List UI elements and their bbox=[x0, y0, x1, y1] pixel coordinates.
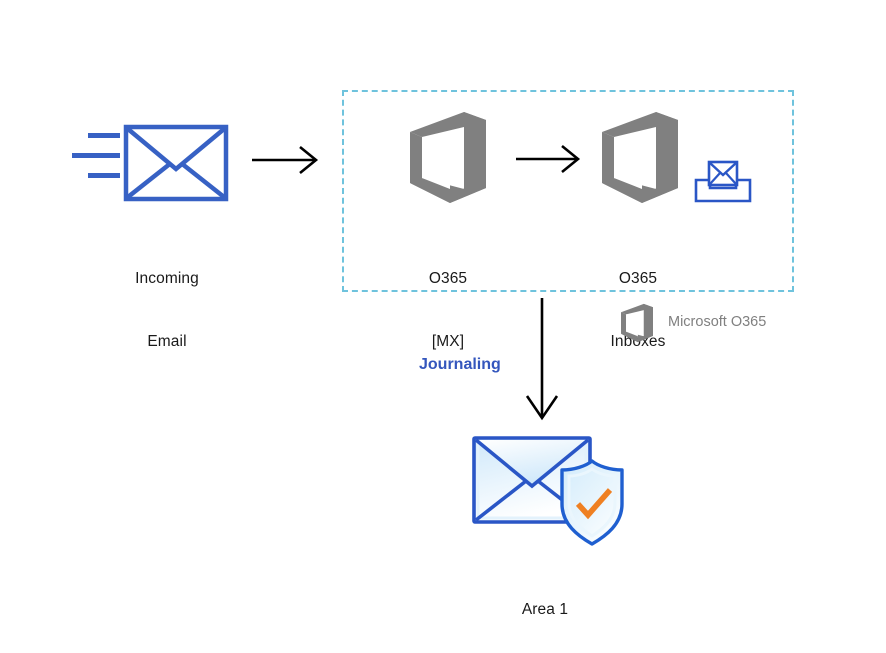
area1-shield-inner-ring bbox=[567, 467, 617, 538]
area1-envelope-flap-fill bbox=[476, 440, 588, 486]
inbox-envelope-fold-left bbox=[709, 172, 721, 185]
legend-label-microsoft-o365: Microsoft O365 bbox=[668, 314, 767, 330]
node-inbox-tray[interactable] bbox=[694, 159, 752, 203]
area1-envelope-fold-left bbox=[474, 479, 528, 522]
microsoft-o365-boundary bbox=[342, 90, 794, 292]
edge-inboxes-to-area1 bbox=[524, 298, 560, 422]
arrow-right-icon bbox=[252, 145, 319, 175]
edge-incoming-to-mx bbox=[252, 145, 322, 175]
node-o365-mx[interactable] bbox=[408, 110, 488, 205]
office-icon-left-face bbox=[621, 312, 638, 343]
area1-shield-checkmark bbox=[575, 488, 613, 520]
area1-shield-body bbox=[560, 459, 624, 546]
arrow-down-icon bbox=[525, 298, 559, 421]
office-icon-page bbox=[614, 127, 656, 189]
edge-label-journaling: Journaling bbox=[419, 356, 501, 373]
office-icon-left-face bbox=[410, 132, 450, 203]
office-icon-page bbox=[626, 310, 644, 337]
envelope-icon bbox=[72, 124, 229, 202]
motion-line-middle bbox=[72, 153, 120, 158]
office-365-icon bbox=[621, 303, 653, 343]
office-365-icon bbox=[410, 112, 486, 203]
node-incoming-email-label: Incoming Email bbox=[135, 270, 199, 350]
arrow-head bbox=[561, 144, 581, 174]
inbox-envelope-flap bbox=[709, 162, 737, 177]
arrow-head bbox=[525, 395, 559, 421]
email-security-shield-icon bbox=[472, 436, 624, 546]
office-icon-bottom-face bbox=[602, 180, 678, 203]
office-icon-left-face bbox=[602, 132, 642, 203]
edge-mx-to-inboxes bbox=[516, 144, 586, 174]
arrow-right-icon bbox=[516, 144, 581, 174]
envelope-fold-left bbox=[126, 161, 173, 199]
office-365-icon bbox=[602, 112, 678, 203]
motion-line-top bbox=[88, 133, 120, 138]
office-icon-page bbox=[422, 127, 464, 189]
node-incoming-email[interactable] bbox=[70, 124, 230, 210]
envelope-flap bbox=[126, 127, 226, 172]
area1-envelope-flap bbox=[474, 438, 590, 489]
envelope-fold-right bbox=[179, 161, 226, 199]
office-icon-bottom-face bbox=[621, 332, 653, 343]
inbox-tray-icon bbox=[694, 160, 752, 203]
legend-item-microsoft-o365 bbox=[620, 303, 654, 343]
node-o365-inboxes[interactable] bbox=[600, 110, 680, 205]
node-area1-label: Area 1 email security bbox=[521, 601, 569, 618]
node-area1-email-security[interactable] bbox=[470, 432, 630, 550]
arrow-head bbox=[299, 145, 319, 175]
office-icon-bottom-face bbox=[410, 180, 486, 203]
node-o365-mx-label: O365 [MX] bbox=[428, 270, 468, 350]
inbox-envelope-fold-right bbox=[725, 172, 737, 185]
motion-line-bottom bbox=[88, 173, 120, 178]
